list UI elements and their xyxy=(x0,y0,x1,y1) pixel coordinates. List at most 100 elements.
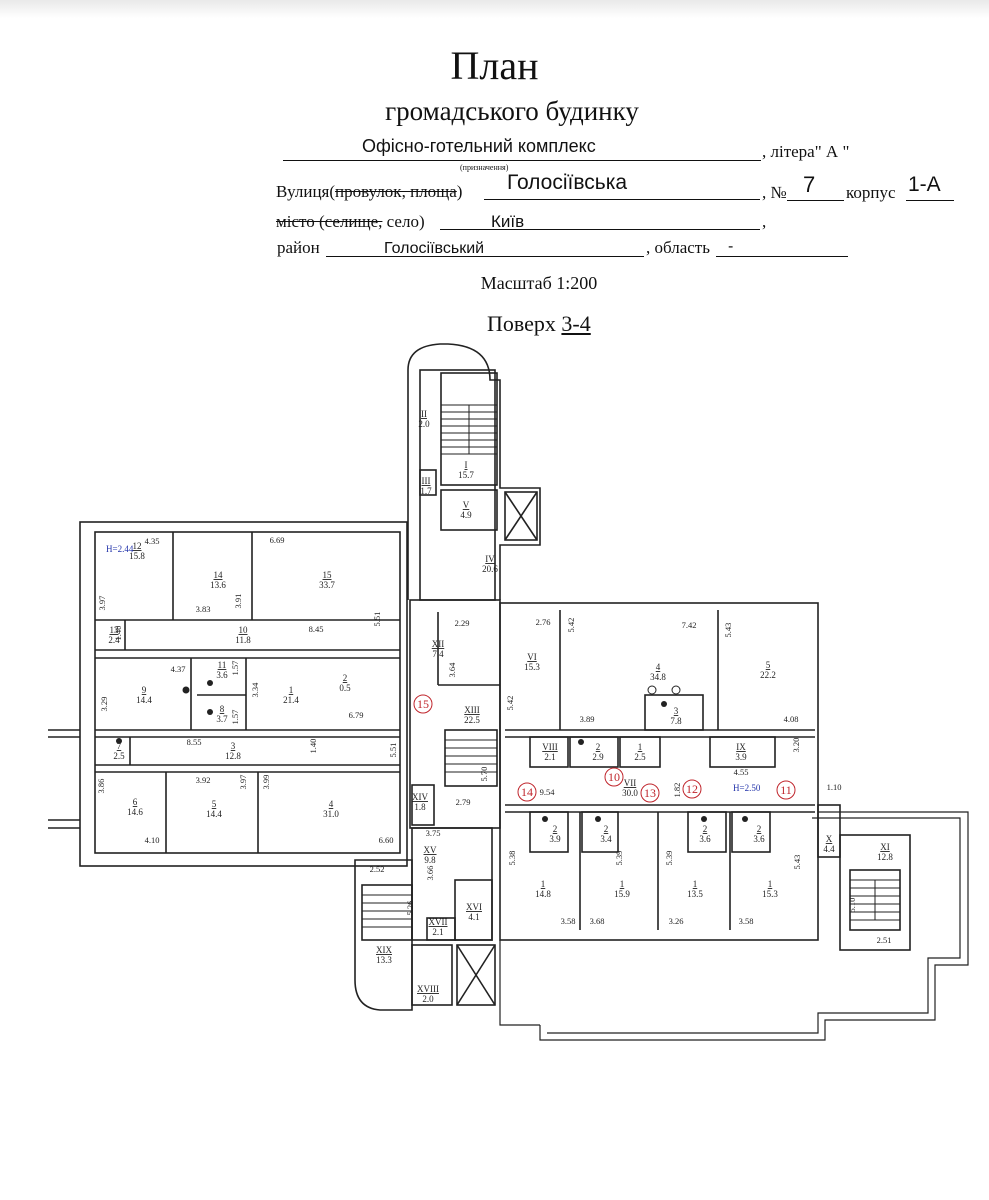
room-area: 7.8 xyxy=(670,716,682,726)
plan-walls xyxy=(48,343,969,1041)
bath-2 xyxy=(581,811,619,853)
room-marker-number: 14 xyxy=(521,785,533,799)
room-marker-circle xyxy=(517,782,537,802)
room-number: XI xyxy=(880,842,890,852)
room-number: XIV xyxy=(412,792,428,802)
lift-cross xyxy=(504,491,538,541)
toilet-icon xyxy=(701,816,707,822)
dimension-label: 5.51 xyxy=(372,612,382,627)
toilet-icon xyxy=(207,680,213,686)
number-value: 7 xyxy=(803,172,816,197)
room-number: I xyxy=(465,460,468,470)
room-area: 15.8 xyxy=(129,551,145,561)
room-number: 6 xyxy=(133,797,138,807)
dimension-label: 2.29 xyxy=(455,618,470,628)
dimension-label: 3.99 xyxy=(261,775,271,790)
room-2-small xyxy=(569,736,619,768)
room-area: 12.8 xyxy=(877,852,893,862)
bath-3 xyxy=(687,811,727,853)
district-label: район xyxy=(277,238,320,257)
room-marker-circle xyxy=(640,783,660,803)
stair-xix-treads xyxy=(362,894,412,928)
tower-outline xyxy=(407,343,541,600)
room-area: 11.8 xyxy=(235,635,251,645)
room-area: 4.4 xyxy=(823,844,835,854)
room-area: 3.6 xyxy=(216,670,228,680)
dimension-label: 6.79 xyxy=(349,710,364,720)
room-number: VII xyxy=(624,778,637,788)
dimension-label: 2.79 xyxy=(456,797,471,807)
room-iii xyxy=(419,469,437,496)
room-ix xyxy=(709,736,776,768)
room-area: 13.6 xyxy=(210,580,226,590)
toilet-icon xyxy=(116,738,122,744)
room-area: 13.5 xyxy=(687,889,703,899)
toilet-icon xyxy=(542,816,548,822)
dimension-label: 5.39 xyxy=(614,851,624,866)
page-subtitle: громадського будинку xyxy=(385,96,639,126)
dimension-label: 5.42 xyxy=(505,696,515,711)
room-area: 21.4 xyxy=(283,695,299,705)
stair-xix-outline xyxy=(354,859,413,1011)
dimension-label: 4.55 xyxy=(734,767,749,777)
city-comma: , xyxy=(762,212,767,231)
room-number: V xyxy=(463,500,470,510)
region-value: - xyxy=(728,238,734,255)
room-number: 9 xyxy=(142,685,147,695)
stair-xi xyxy=(849,869,901,931)
room-number: II xyxy=(421,409,427,419)
dimension-label: 5.43 xyxy=(792,855,802,870)
room-marker-number: 13 xyxy=(644,786,656,800)
dimension-label: 1.40 xyxy=(113,626,123,641)
room-area: 2.4 xyxy=(108,635,120,645)
room-area: 31.0 xyxy=(323,809,339,819)
dimension-label: 3.89 xyxy=(580,714,595,724)
room-marker-circle xyxy=(604,767,624,787)
bath-1 xyxy=(529,811,569,853)
dimension-label: 6.69 xyxy=(270,535,285,545)
room-area: 15.7 xyxy=(458,470,474,480)
room-number: 1 xyxy=(693,879,698,889)
dimension-label: 3.29 xyxy=(99,697,109,712)
city-row-label: місто (селище, село) xyxy=(276,212,425,232)
scale-label: Масштаб 1:200 xyxy=(480,273,598,293)
litera-label: , літера" А " xyxy=(762,142,850,161)
room-area: 14.4 xyxy=(136,695,152,705)
dimension-label: 5.38 xyxy=(507,851,517,866)
room-area: 30.0 xyxy=(622,788,638,798)
room-area: 15.9 xyxy=(614,889,630,899)
street-underline xyxy=(484,199,760,200)
room-area: 2.0 xyxy=(418,419,430,429)
room-marker-number: 11 xyxy=(780,783,792,797)
room-area: 9.8 xyxy=(424,855,436,865)
room-viii xyxy=(529,736,569,768)
room-xviii xyxy=(411,944,453,1006)
dimension-label: 9.54 xyxy=(540,787,556,797)
room-number: 3 xyxy=(231,741,236,751)
region-underline xyxy=(716,256,848,257)
room-area: 13.3 xyxy=(376,955,392,965)
room-number: IV xyxy=(485,554,495,564)
stove-icon xyxy=(647,685,657,695)
dimension-label: 2.76 xyxy=(536,617,551,627)
dimension-label: 3.75 xyxy=(426,828,441,838)
number-label: , № xyxy=(762,183,787,202)
district-underline xyxy=(326,256,644,257)
dimension-label: 5.43 xyxy=(723,623,733,638)
dimension-label: 7.42 xyxy=(682,620,697,630)
room-number: 14 xyxy=(214,570,224,580)
room-xiv xyxy=(411,784,435,826)
room-area: 3.9 xyxy=(735,752,747,762)
room-number: XV xyxy=(424,845,437,855)
toilet-icon xyxy=(661,701,667,707)
lift-1 xyxy=(504,491,538,541)
room-area: 2.0 xyxy=(422,994,434,1004)
room-area: 3.6 xyxy=(753,834,765,844)
room-number: 1 xyxy=(638,742,643,752)
dimension-label: 3.66 xyxy=(425,866,435,881)
dimension-label: 4.37 xyxy=(171,664,186,674)
room-number: VI xyxy=(527,652,537,662)
room-number: III xyxy=(422,476,431,486)
